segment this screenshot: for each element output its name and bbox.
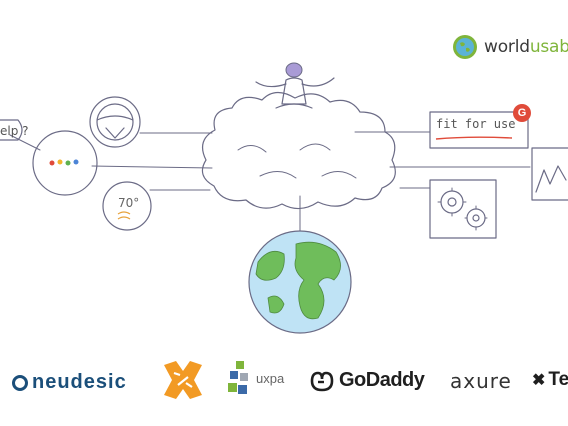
gear-icon xyxy=(429,179,497,239)
uxpa-badge-logo[interactable] xyxy=(160,357,206,403)
neudesic-mark-icon xyxy=(12,374,28,391)
globe-icon xyxy=(453,35,477,59)
fit-for-use-card xyxy=(429,111,529,149)
color-dots-node xyxy=(32,130,98,196)
cloud-detail xyxy=(237,143,357,179)
connector-lines xyxy=(9,131,531,237)
grade-badge: G xyxy=(513,104,531,122)
uxpa-logo[interactable]: uxpa xyxy=(228,361,284,395)
meditating-figure xyxy=(255,62,335,109)
brand-name: worldusab xyxy=(484,37,568,57)
thermostat-reading: 70° xyxy=(118,196,140,210)
godaddy-logo[interactable]: GoDaddy xyxy=(309,369,425,392)
godaddy-mark-icon xyxy=(310,371,334,391)
te-mark-icon: ✖ xyxy=(532,372,546,389)
brand-logo[interactable]: worldusab xyxy=(452,32,568,62)
te-logo[interactable]: ✖ Te xyxy=(532,369,568,390)
sponsor-logos: neudesic uxpa GoDaddy axure ✖ Te xyxy=(0,355,568,405)
neudesic-logo[interactable]: neudesic xyxy=(12,371,127,394)
help-callout-text: elp ? xyxy=(0,124,29,138)
uxpa-mark-icon xyxy=(228,361,248,394)
help-bubble xyxy=(0,119,23,141)
fit-for-use-label: fit for use xyxy=(436,117,516,131)
earth-icon xyxy=(248,230,352,334)
axure-logo[interactable]: axure xyxy=(450,369,512,393)
cloud-sketch xyxy=(201,91,396,210)
chart-icon xyxy=(531,147,568,201)
thermostat-icon xyxy=(102,181,152,231)
steering-wheel-icon xyxy=(89,96,141,148)
